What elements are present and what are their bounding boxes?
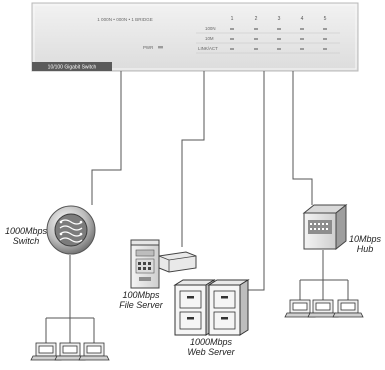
cabinet-left bbox=[173, 279, 216, 336]
workstation-icon bbox=[30, 342, 62, 361]
workstation-icon bbox=[284, 299, 316, 318]
workstation-icon bbox=[332, 299, 364, 318]
workstation-icon bbox=[307, 299, 339, 318]
link-file-server bbox=[181, 71, 205, 247]
workstation-group-hub bbox=[284, 299, 364, 318]
switch-icon bbox=[46, 205, 96, 255]
link-switch bbox=[91, 71, 122, 205]
file-server-label-name: File Server bbox=[119, 300, 163, 310]
panel-top-text: 1 000N • 000N • 1 BRIDGE bbox=[97, 17, 153, 22]
link-hub bbox=[292, 71, 313, 205]
switch-label-name: Switch bbox=[12, 236, 40, 246]
link-web-server bbox=[248, 71, 265, 291]
row-label-100n: 100N bbox=[205, 26, 216, 31]
hub-icon bbox=[302, 203, 348, 251]
power-led bbox=[158, 46, 163, 49]
led-grid bbox=[196, 32, 340, 54]
file-server-icon bbox=[130, 239, 197, 289]
port-number-4: 4 bbox=[301, 16, 304, 22]
led-dots bbox=[230, 28, 327, 50]
row-label-link-act: LINK/ACT bbox=[198, 46, 218, 51]
web-server-label: 1000Mbps Web Server bbox=[182, 337, 240, 357]
port-number-2: 2 bbox=[255, 16, 258, 22]
workstation-icon bbox=[78, 342, 110, 361]
port-number-5: 5 bbox=[324, 16, 327, 22]
web-server-label-name: Web Server bbox=[187, 347, 235, 357]
port-number-1: 1 bbox=[231, 16, 234, 22]
model-strip bbox=[32, 62, 112, 71]
hub-label-speed: 10Mbps bbox=[348, 234, 382, 244]
device-front-panel: 1 000N • 000N • 1 BRIDGE 1 2 3 4 5 100N … bbox=[31, 2, 359, 72]
port-number-3: 3 bbox=[278, 16, 281, 22]
web-server-icon bbox=[173, 279, 250, 336]
file-server-label: 100Mbps File Server bbox=[112, 290, 170, 310]
connection-lines bbox=[45, 71, 349, 343]
file-server-label-speed: 100Mbps bbox=[122, 290, 160, 300]
model-strip-text: 10/100 Gigabit Switch bbox=[48, 65, 97, 71]
hub-label-name: Hub bbox=[356, 244, 374, 254]
hub-label: 10Mbps Hub bbox=[348, 234, 382, 254]
cabinet-right bbox=[207, 279, 250, 336]
power-label: PWR bbox=[143, 45, 153, 50]
web-server-label-speed: 1000Mbps bbox=[189, 337, 233, 347]
row-label-10m: 10M bbox=[205, 36, 214, 41]
switch-label-speed: 1000Mbps bbox=[4, 226, 48, 236]
workstation-group-switch bbox=[30, 342, 110, 361]
switch-label: 1000Mbps Switch bbox=[4, 226, 48, 246]
